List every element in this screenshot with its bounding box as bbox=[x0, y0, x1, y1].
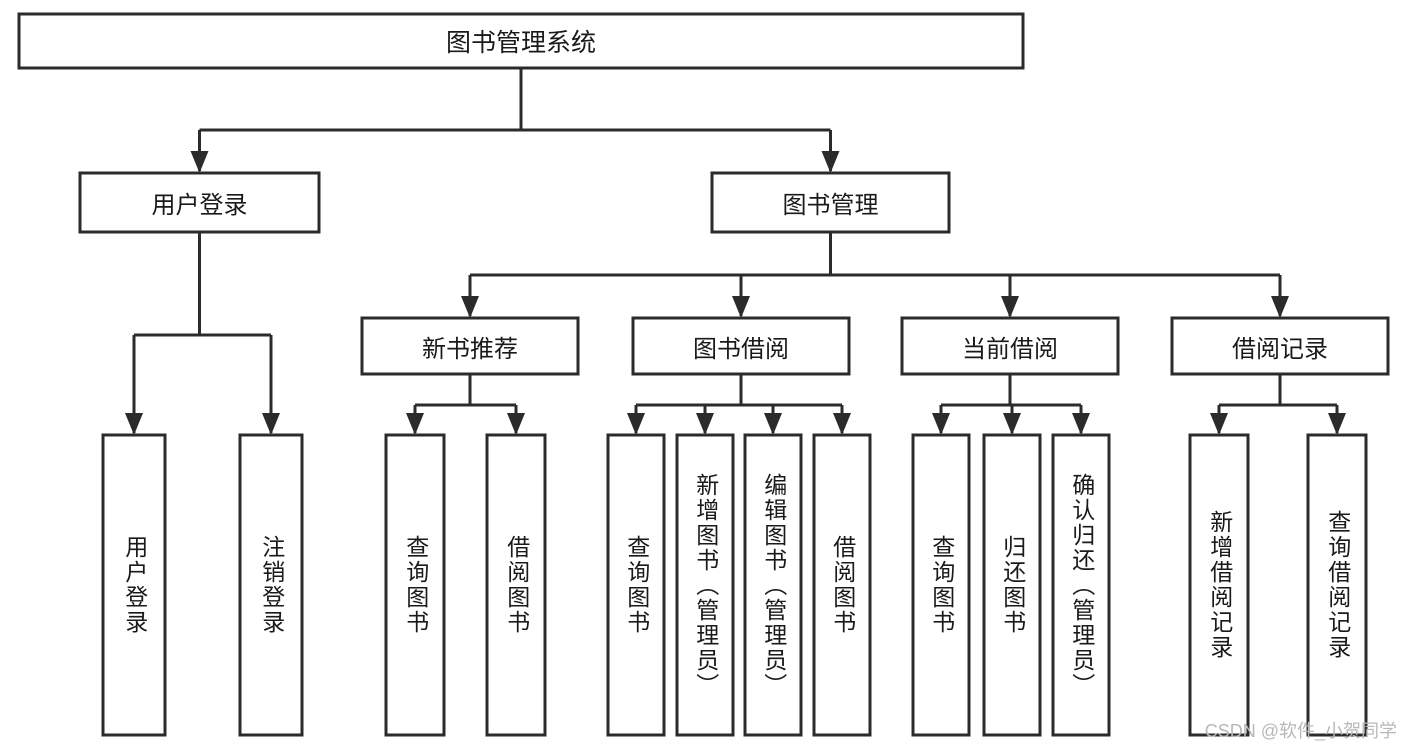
node-leaf-3-0[interactable] bbox=[1188, 433, 1250, 737]
node-leaf-0-1[interactable] bbox=[485, 433, 547, 737]
arrow-head-icon bbox=[732, 296, 750, 318]
node-level2-1[interactable] bbox=[710, 171, 951, 234]
arrow-head-icon bbox=[1072, 413, 1090, 435]
node-leaf-3-1[interactable] bbox=[1306, 433, 1368, 737]
arrow-head-icon bbox=[507, 413, 525, 435]
node-level2-0[interactable] bbox=[78, 171, 321, 234]
arrow-head-icon bbox=[932, 413, 950, 435]
node-leaf-2-2[interactable] bbox=[1051, 433, 1111, 737]
arrow-head-icon bbox=[262, 413, 280, 435]
arrow-head-icon bbox=[1001, 296, 1019, 318]
node-level3-1[interactable] bbox=[631, 316, 851, 376]
arrow-head-icon bbox=[821, 151, 840, 173]
node-level3-3[interactable] bbox=[1170, 316, 1390, 376]
arrow-head-icon bbox=[1328, 413, 1346, 435]
arrow-head-icon bbox=[1003, 413, 1021, 435]
node-leaf-1-1[interactable] bbox=[675, 433, 735, 737]
arrow-head-icon bbox=[1271, 296, 1289, 318]
arrow-head-icon bbox=[764, 413, 782, 435]
node-leaf-login-1[interactable] bbox=[238, 433, 304, 737]
node-leaf-2-0[interactable] bbox=[911, 433, 971, 737]
arrow-head-icon bbox=[406, 413, 424, 435]
arrow-head-icon bbox=[696, 413, 714, 435]
arrow-head-icon bbox=[461, 296, 479, 318]
node-leaf-0-0[interactable] bbox=[384, 433, 446, 737]
node-leaf-1-2[interactable] bbox=[743, 433, 803, 737]
node-leaf-1-0[interactable] bbox=[606, 433, 666, 737]
node-leaf-login-0[interactable] bbox=[101, 433, 167, 737]
node-leaf-1-3[interactable] bbox=[812, 433, 872, 737]
arrow-head-icon bbox=[1210, 413, 1228, 435]
arrow-head-icon bbox=[627, 413, 645, 435]
arrow-head-icon bbox=[125, 413, 143, 435]
node-level3-0[interactable] bbox=[360, 316, 580, 376]
node-leaf-2-1[interactable] bbox=[982, 433, 1042, 737]
arrow-head-icon bbox=[190, 151, 209, 173]
node-root[interactable] bbox=[17, 12, 1025, 70]
node-level3-2[interactable] bbox=[900, 316, 1120, 376]
arrow-head-icon bbox=[833, 413, 851, 435]
